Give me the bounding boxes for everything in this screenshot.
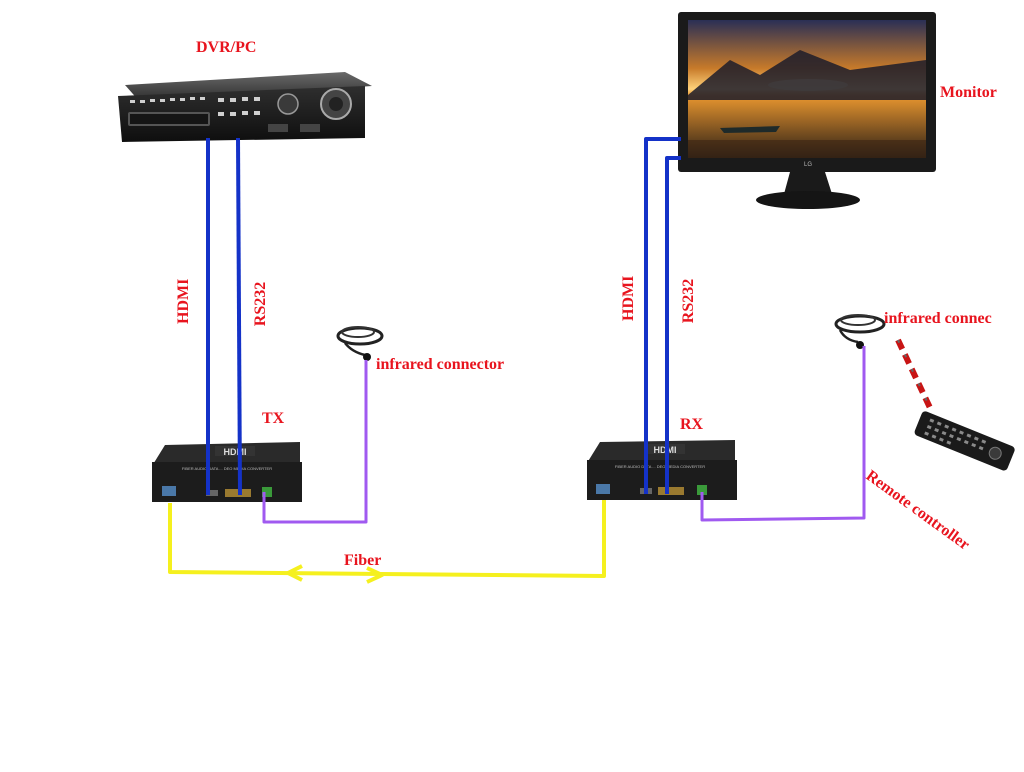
tx-caption: FIBER AUDIO DATA ... DEO MEDIA CONVERTER [182, 466, 272, 471]
remote-control-icon [914, 411, 1015, 471]
remote-ir-beam [895, 338, 935, 414]
tx-label: TX [262, 410, 285, 427]
fiber-arrow-right [366, 566, 384, 584]
ir-connector-right-label: infrared connec [884, 310, 992, 327]
tx-rs232-cable [236, 137, 242, 496]
fiber-arrow-left [286, 564, 303, 582]
dvr-label: DVR/PC [196, 39, 257, 56]
monitor-brand: LG [804, 162, 812, 168]
rx-rs232-cable [665, 156, 681, 494]
tx-badge: HDMI [224, 447, 247, 457]
rx-hdmi-cable [644, 137, 681, 494]
rx-ir-cable [700, 346, 866, 522]
tx-hdmi-label: HDMI [175, 278, 192, 324]
tx-ir-cable [262, 360, 368, 524]
monitor-icon: LG [678, 12, 936, 209]
ir-connector-left-label: infrared connector [376, 356, 505, 373]
monitor-label: Monitor [940, 84, 997, 101]
ir-receiver-icon [834, 314, 886, 349]
ir-receiver-icon [336, 326, 384, 361]
rx-caption: FIBER AUDIO DATA ... DEO MEDIA CONVERTER [615, 464, 705, 469]
fiber-cable [168, 500, 606, 578]
tx-converter-icon: HDMI FIBER AUDIO DATA ... DEO MEDIA CONV… [152, 442, 302, 502]
rx-hdmi-label: HDMI [620, 275, 637, 321]
rx-converter-icon: HDMI FIBER AUDIO DATA ... DEO MEDIA CONV… [587, 440, 737, 500]
cables [168, 137, 935, 584]
fiber-label: Fiber [344, 552, 382, 569]
rx-label: RX [680, 416, 704, 433]
rx-rs232-label: RS232 [680, 278, 697, 324]
tx-rs232-label: RS232 [252, 281, 269, 327]
dvr-icon [118, 72, 372, 142]
